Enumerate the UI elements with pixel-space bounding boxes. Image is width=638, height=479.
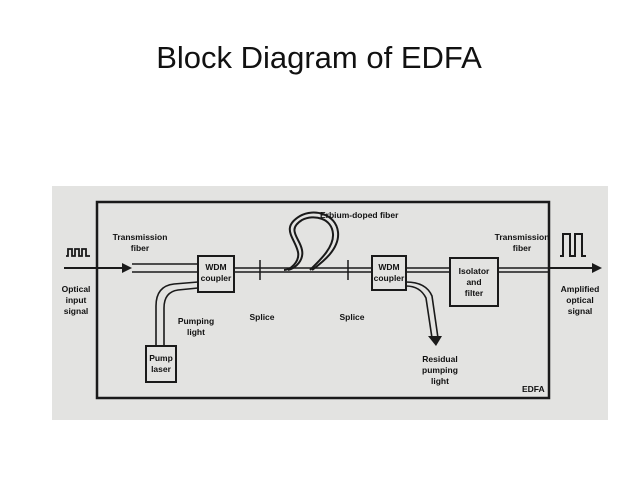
residual-label-2: pumping [422,365,458,375]
wdm-coupler-left [197,255,235,293]
output-arrow [548,263,602,273]
transmission-fiber-left-label-1: Transmission [113,232,168,242]
transmission-fiber-right-label-1: Transmission [495,232,550,242]
splice-left-label: Splice [249,312,274,322]
edfa-label: EDFA [522,384,545,394]
pump-laser-label-1: Pump [149,353,173,363]
edfa-enclosure [95,200,551,400]
wdm-coupler-right [371,255,407,291]
pumping-light-label-2: light [187,327,205,337]
residual-fiber [405,281,442,346]
isolator-label-1: Isolator [459,266,490,276]
pump-laser-box [145,345,177,383]
optical-input-label-1: Optical [62,284,91,294]
erbium-fiber-label: Erbium-doped fiber [320,210,399,220]
transmission-fiber-right-label-2: fiber [513,243,532,253]
pumping-light-label-1: Pumping [178,316,214,326]
optical-input-label-2: input [66,295,87,305]
residual-label-1: Residual [422,354,457,364]
main-fiber [132,263,548,273]
amplified-output-label-1: Amplified [561,284,600,294]
isolator-label-3: filter [465,288,484,298]
transmission-fiber-left-label-2: fiber [131,243,150,253]
wdm-right-label-1: WDM [378,262,399,272]
optical-input-label-3: signal [64,306,89,316]
splice-right-label: Splice [339,312,364,322]
isolator-label-2: and [466,277,481,287]
erbium-fiber-coil [283,211,340,271]
edfa-block-diagram: Erbium-doped fiber Transmission fiber Tr… [62,200,602,400]
slide-title: Block Diagram of EDFA [156,40,482,75]
pump-laser-label-2: laser [151,364,172,374]
amplified-output-label-3: signal [568,306,593,316]
wdm-left-label-2: coupler [201,273,232,283]
input-pulse-icon [66,248,90,257]
wdm-left-label-1: WDM [205,262,226,272]
residual-label-3: light [431,376,449,386]
amplified-output-label-2: optical [566,295,593,305]
output-pulse-icon [560,233,586,257]
pump-fiber [155,281,199,346]
input-arrow [64,263,132,273]
isolator-filter-box [449,257,499,307]
wdm-right-label-2: coupler [374,273,405,283]
